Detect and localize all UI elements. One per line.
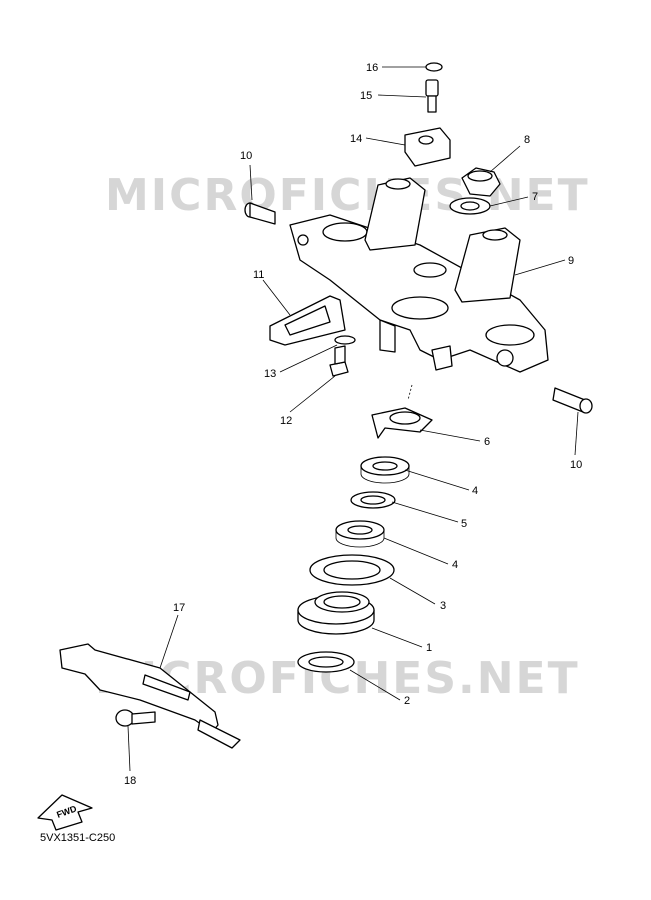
part-9-upper-bracket (289, 177, 549, 373)
fwd-arrow-icon: FWD (37, 794, 93, 831)
label-3: 3 (440, 600, 446, 612)
label-13: 13 (264, 368, 276, 380)
label-5: 5 (461, 518, 467, 530)
label-10-bottom: 10 (570, 459, 582, 471)
label-14: 14 (350, 133, 362, 145)
part-3-seal (309, 554, 395, 586)
label-9: 9 (568, 255, 574, 267)
label-2: 2 (404, 695, 410, 707)
part-4-ring-nut-top (360, 456, 410, 484)
label-16: 16 (366, 62, 378, 74)
label-4-top: 4 (472, 485, 478, 497)
part-6-plate (371, 407, 433, 439)
part-14-clamp (404, 127, 451, 167)
part-1-bearing (297, 591, 375, 635)
diagram-code: 5VX1351-C250 (40, 832, 116, 844)
label-18: 18 (124, 775, 136, 787)
part-8-nut (461, 167, 501, 197)
part-4-ring-nut-bottom (335, 520, 385, 548)
part-12-bolt (329, 345, 349, 377)
part-13-washer (334, 335, 356, 345)
label-12: 12 (280, 415, 292, 427)
label-15: 15 (360, 90, 372, 102)
part-10-bolt-right (552, 387, 593, 414)
label-17: 17 (173, 602, 185, 614)
label-4-bottom: 4 (452, 559, 458, 571)
part-11-bracket (269, 295, 346, 346)
part-18-bolt (115, 709, 156, 727)
label-1: 1 (426, 642, 432, 654)
label-8: 8 (524, 134, 530, 146)
part-5-washer (350, 491, 396, 509)
label-6: 6 (484, 436, 490, 448)
label-11: 11 (253, 269, 264, 281)
watermark-top: MICROFICHES.NET (105, 170, 590, 221)
label-7: 7 (532, 191, 538, 203)
part-10-bolt-left (244, 202, 276, 225)
part-15-bolt (425, 79, 439, 113)
part-16-cap (425, 62, 443, 72)
part-2-race (297, 651, 355, 673)
leader-lines (127, 66, 579, 772)
part-7-washer (449, 197, 491, 215)
part-17-bracket (59, 643, 241, 749)
label-10-top: 10 (240, 150, 252, 162)
